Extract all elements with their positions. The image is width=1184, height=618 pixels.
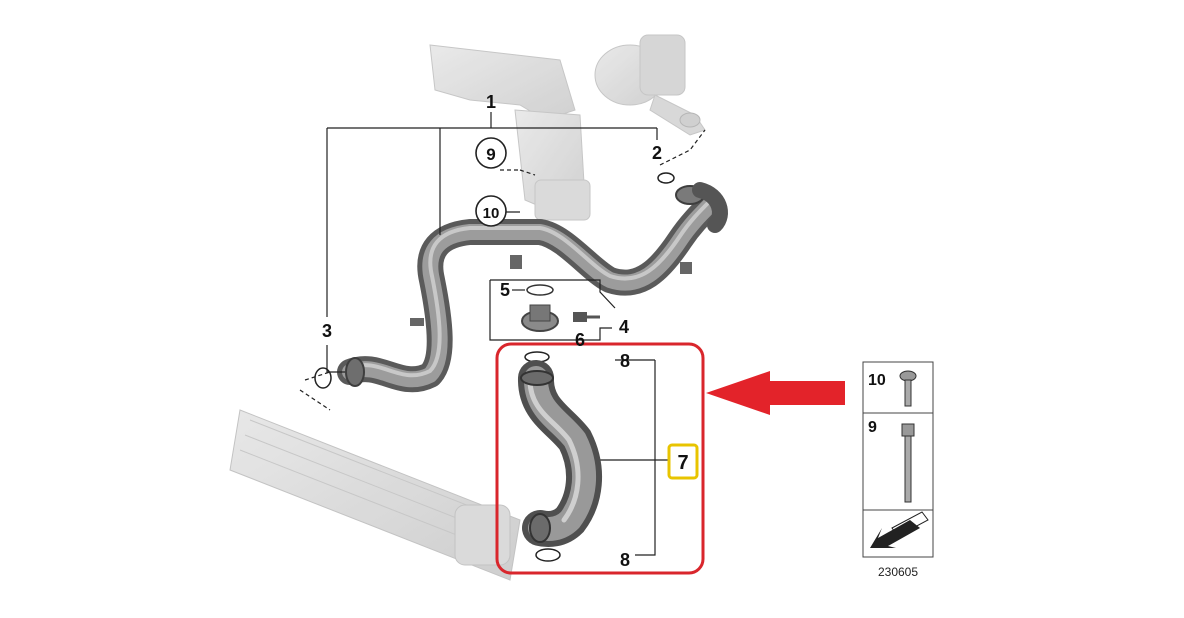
callout-4: 4 [619, 317, 629, 337]
pointer-arrow [706, 371, 845, 415]
callout-8-top: 8 [620, 351, 630, 371]
highlighted-part-7 [518, 360, 603, 547]
callout-2: 2 [652, 143, 662, 163]
callout-7-highlight [667, 443, 699, 480]
callout-9: 9 [486, 145, 495, 164]
direction-arrow-icon [870, 511, 929, 548]
callout-7: 7 [677, 452, 688, 474]
intercooler-ghost [229, 409, 521, 581]
callout-9-circle: 9 [475, 137, 507, 169]
callout-5: 5 [500, 280, 510, 300]
callout-6: 6 [575, 330, 585, 350]
bolt-icon [901, 423, 915, 503]
screw-icon [899, 370, 917, 407]
charge-air-hose-main [337, 182, 728, 393]
callout-8-bottom: 8 [620, 550, 630, 570]
callout-3: 3 [322, 321, 332, 341]
turbocharger-ghost [594, 34, 706, 136]
callout-10: 10 [483, 205, 500, 222]
highlight-box [495, 342, 705, 575]
fastener-legend: 10 9 [862, 361, 934, 558]
callout-10-circle: 10 [475, 195, 507, 227]
drawing-number: 230605 [878, 565, 918, 579]
sensor-assembly [521, 284, 600, 332]
legend-item-9: 9 [868, 419, 877, 436]
callout-1: 1 [486, 92, 496, 112]
exhaust-manifold-ghost [429, 44, 591, 221]
leader-lines [299, 112, 706, 556]
legend-item-10: 10 [868, 372, 886, 389]
